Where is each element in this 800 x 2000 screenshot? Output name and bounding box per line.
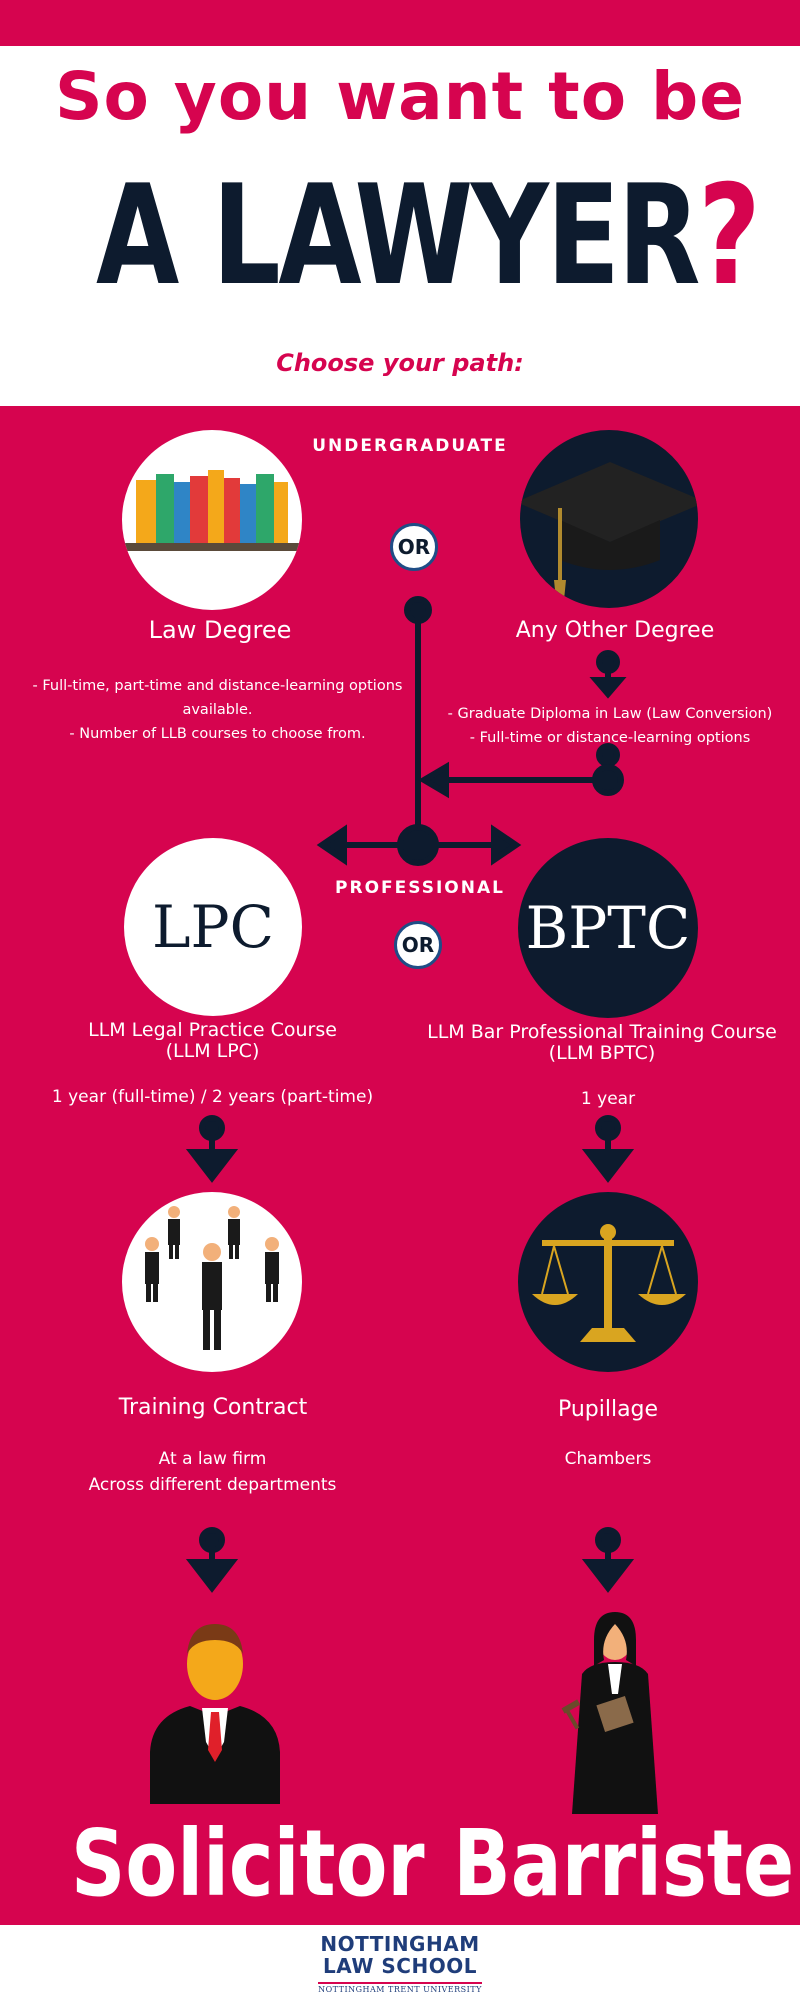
header-panel	[0, 46, 800, 406]
arrow-down	[581, 1149, 635, 1183]
law-degree-detail-2: available.	[182, 702, 253, 718]
arrow-down	[185, 1149, 239, 1183]
pupillage-line-1: Chambers	[564, 1449, 652, 1469]
bptc-duration: 1 year	[580, 1089, 636, 1109]
logo-line-2: LAW SCHOOL	[323, 1954, 477, 1978]
team-illustration	[122, 1192, 302, 1372]
people-icon	[145, 1206, 279, 1350]
scales-illustration	[518, 1192, 698, 1372]
undergraduate-label: UNDERGRADUATE	[312, 436, 508, 456]
nottingham-law-school-logo: NOTTINGHAM LAW SCHOOL NOTTINGHAM TRENT U…	[0, 1933, 800, 1996]
graduation-cap-illustration	[520, 430, 698, 608]
barrister-label: Barrister	[453, 1810, 800, 1917]
other-degree-title: Any Other Degree	[515, 618, 715, 643]
logo-line-3: NOTTINGHAM TRENT UNIVERSITY	[318, 1982, 482, 1996]
law-degree-title: Law Degree	[148, 616, 292, 644]
training-contract-line-2: Across different departments	[88, 1475, 337, 1495]
books-illustration	[122, 430, 302, 610]
arrow-left	[418, 761, 449, 799]
other-degree-detail-2: - Full-time or distance-learning options	[469, 730, 751, 746]
arrow-down	[185, 1559, 239, 1593]
solicitor-label: Solicitor	[71, 1810, 425, 1917]
lpc-title-line-1: LLM Legal Practice Course	[88, 1019, 337, 1041]
training-contract-details: At a law firm Across different departmen…	[40, 1446, 385, 1498]
footer	[0, 1925, 800, 2000]
title-line-1: So you want to be	[54, 58, 746, 135]
title-line-2: A LAWYER?	[96, 160, 761, 312]
lpc-title: LLM Legal Practice Course (LLM LPC)	[40, 1020, 385, 1062]
arrow-down	[581, 1559, 635, 1593]
other-degree-detail-1: - Graduate Diploma in Law (Law Conversio…	[447, 706, 773, 722]
pupillage-title: Pupillage	[557, 1397, 659, 1422]
choose-path-subtitle: Choose your path:	[276, 349, 524, 377]
pupillage-details: Chambers	[508, 1446, 708, 1472]
lpc-badge: LPC	[152, 893, 274, 961]
title-question-mark: ?	[698, 155, 760, 316]
bptc-title-line-2: (LLM BPTC)	[548, 1042, 656, 1064]
training-contract-title: Training Contract	[118, 1395, 308, 1420]
law-degree-detail-1: - Full-time, part-time and distance-lear…	[32, 678, 403, 694]
arrow-left	[316, 824, 347, 866]
bptc-badge: BPTC	[525, 894, 691, 962]
title-lawyer: A LAWYER	[96, 155, 701, 316]
law-degree-detail-3: - Number of LLB courses to choose from.	[69, 726, 366, 742]
barrister-icon	[561, 1612, 658, 1814]
or-badge: OR	[394, 921, 442, 969]
training-contract-line-1: At a law firm	[158, 1449, 267, 1469]
professional-label: PROFESSIONAL	[335, 878, 505, 898]
other-degree-details: - Graduate Diploma in Law (Law Conversio…	[440, 702, 780, 750]
bptc-title: LLM Bar Professional Training Course (LL…	[412, 1022, 792, 1064]
arrow-right	[491, 824, 522, 866]
bptc-circle: BPTC	[518, 838, 698, 1018]
graduation-cap-icon	[520, 462, 698, 600]
scales-of-justice-icon	[532, 1224, 686, 1342]
lpc-circle: LPC	[124, 838, 302, 1016]
books-icon	[122, 470, 302, 551]
arrow-down	[589, 677, 627, 699]
solicitor-icon	[150, 1624, 280, 1804]
logo-line-1: NOTTINGHAM	[320, 1932, 480, 1956]
lpc-duration: 1 year (full-time) / 2 years (part-time)	[51, 1087, 374, 1107]
lpc-title-line-2: (LLM LPC)	[165, 1040, 260, 1062]
or-badge: OR	[390, 523, 438, 571]
law-degree-details: - Full-time, part-time and distance-lear…	[15, 674, 420, 746]
bptc-title-line-1: LLM Bar Professional Training Course	[427, 1021, 777, 1043]
